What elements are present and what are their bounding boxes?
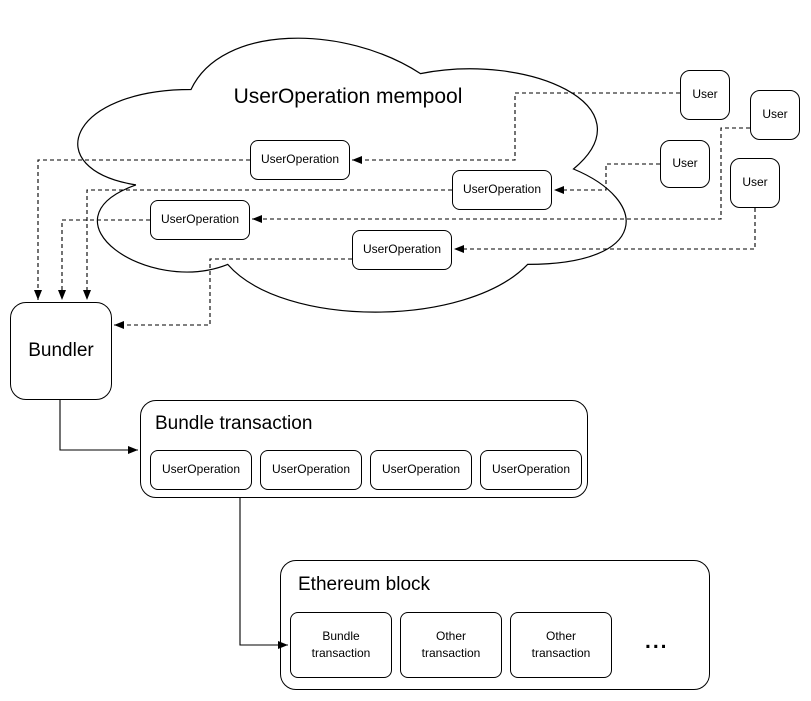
connector-userop1-to-bundler — [34, 159, 250, 300]
user-node-3: User — [660, 140, 710, 188]
bundler-node: Bundler — [10, 302, 112, 400]
bundle-userop-node-4: UserOperation — [480, 450, 582, 490]
ethereum-block-container: Ethereum block — [280, 560, 710, 690]
block-tx-node-1: Bundle transaction — [290, 612, 392, 678]
block-tx-node-2: Other transaction — [400, 612, 502, 678]
mempool-title: UserOperation mempool — [233, 85, 463, 108]
connector-userop4-to-bundler — [114, 258, 352, 329]
connector-user3-to-userop2 — [554, 163, 660, 194]
connector-bundler-to-bundle-transaction — [59, 400, 138, 454]
more-transactions-ellipsis: ... — [645, 630, 669, 653]
bundle-userop-node-1: UserOperation — [150, 450, 252, 490]
mempool-userop-node-2: UserOperation — [452, 170, 552, 210]
user-node-1: User — [680, 70, 730, 120]
user-node-4: User — [730, 158, 780, 208]
user-node-2: User — [750, 90, 800, 140]
block-tx-label-2: Other transaction — [421, 628, 481, 660]
mempool-userop-node-4: UserOperation — [352, 230, 452, 270]
mempool-userop-node-1: UserOperation — [250, 140, 350, 180]
block-tx-node-3: Other transaction — [510, 612, 612, 678]
bundle-transaction-title: Bundle transaction — [155, 413, 313, 434]
connector-userop3-to-bundler — [58, 219, 150, 300]
mempool-userop-node-3: UserOperation — [150, 200, 250, 240]
connector-user4-to-userop4 — [454, 208, 756, 253]
mempool-cloud-shape — [77, 37, 627, 313]
ethereum-block-title: Ethereum block — [298, 574, 431, 595]
block-tx-label-3: Other transaction — [531, 628, 591, 660]
block-tx-label-1: Bundle transaction — [311, 628, 371, 660]
connector-bundle-transaction-to-block — [239, 498, 288, 649]
connector-user2-to-userop3 — [252, 127, 750, 223]
bundle-userop-node-2: UserOperation — [260, 450, 362, 490]
bundle-transaction-container: Bundle transaction — [140, 400, 588, 498]
connector-userop2-to-bundler — [83, 189, 452, 300]
bundle-userop-node-3: UserOperation — [370, 450, 472, 490]
connector-user1-to-userop1 — [352, 92, 680, 164]
